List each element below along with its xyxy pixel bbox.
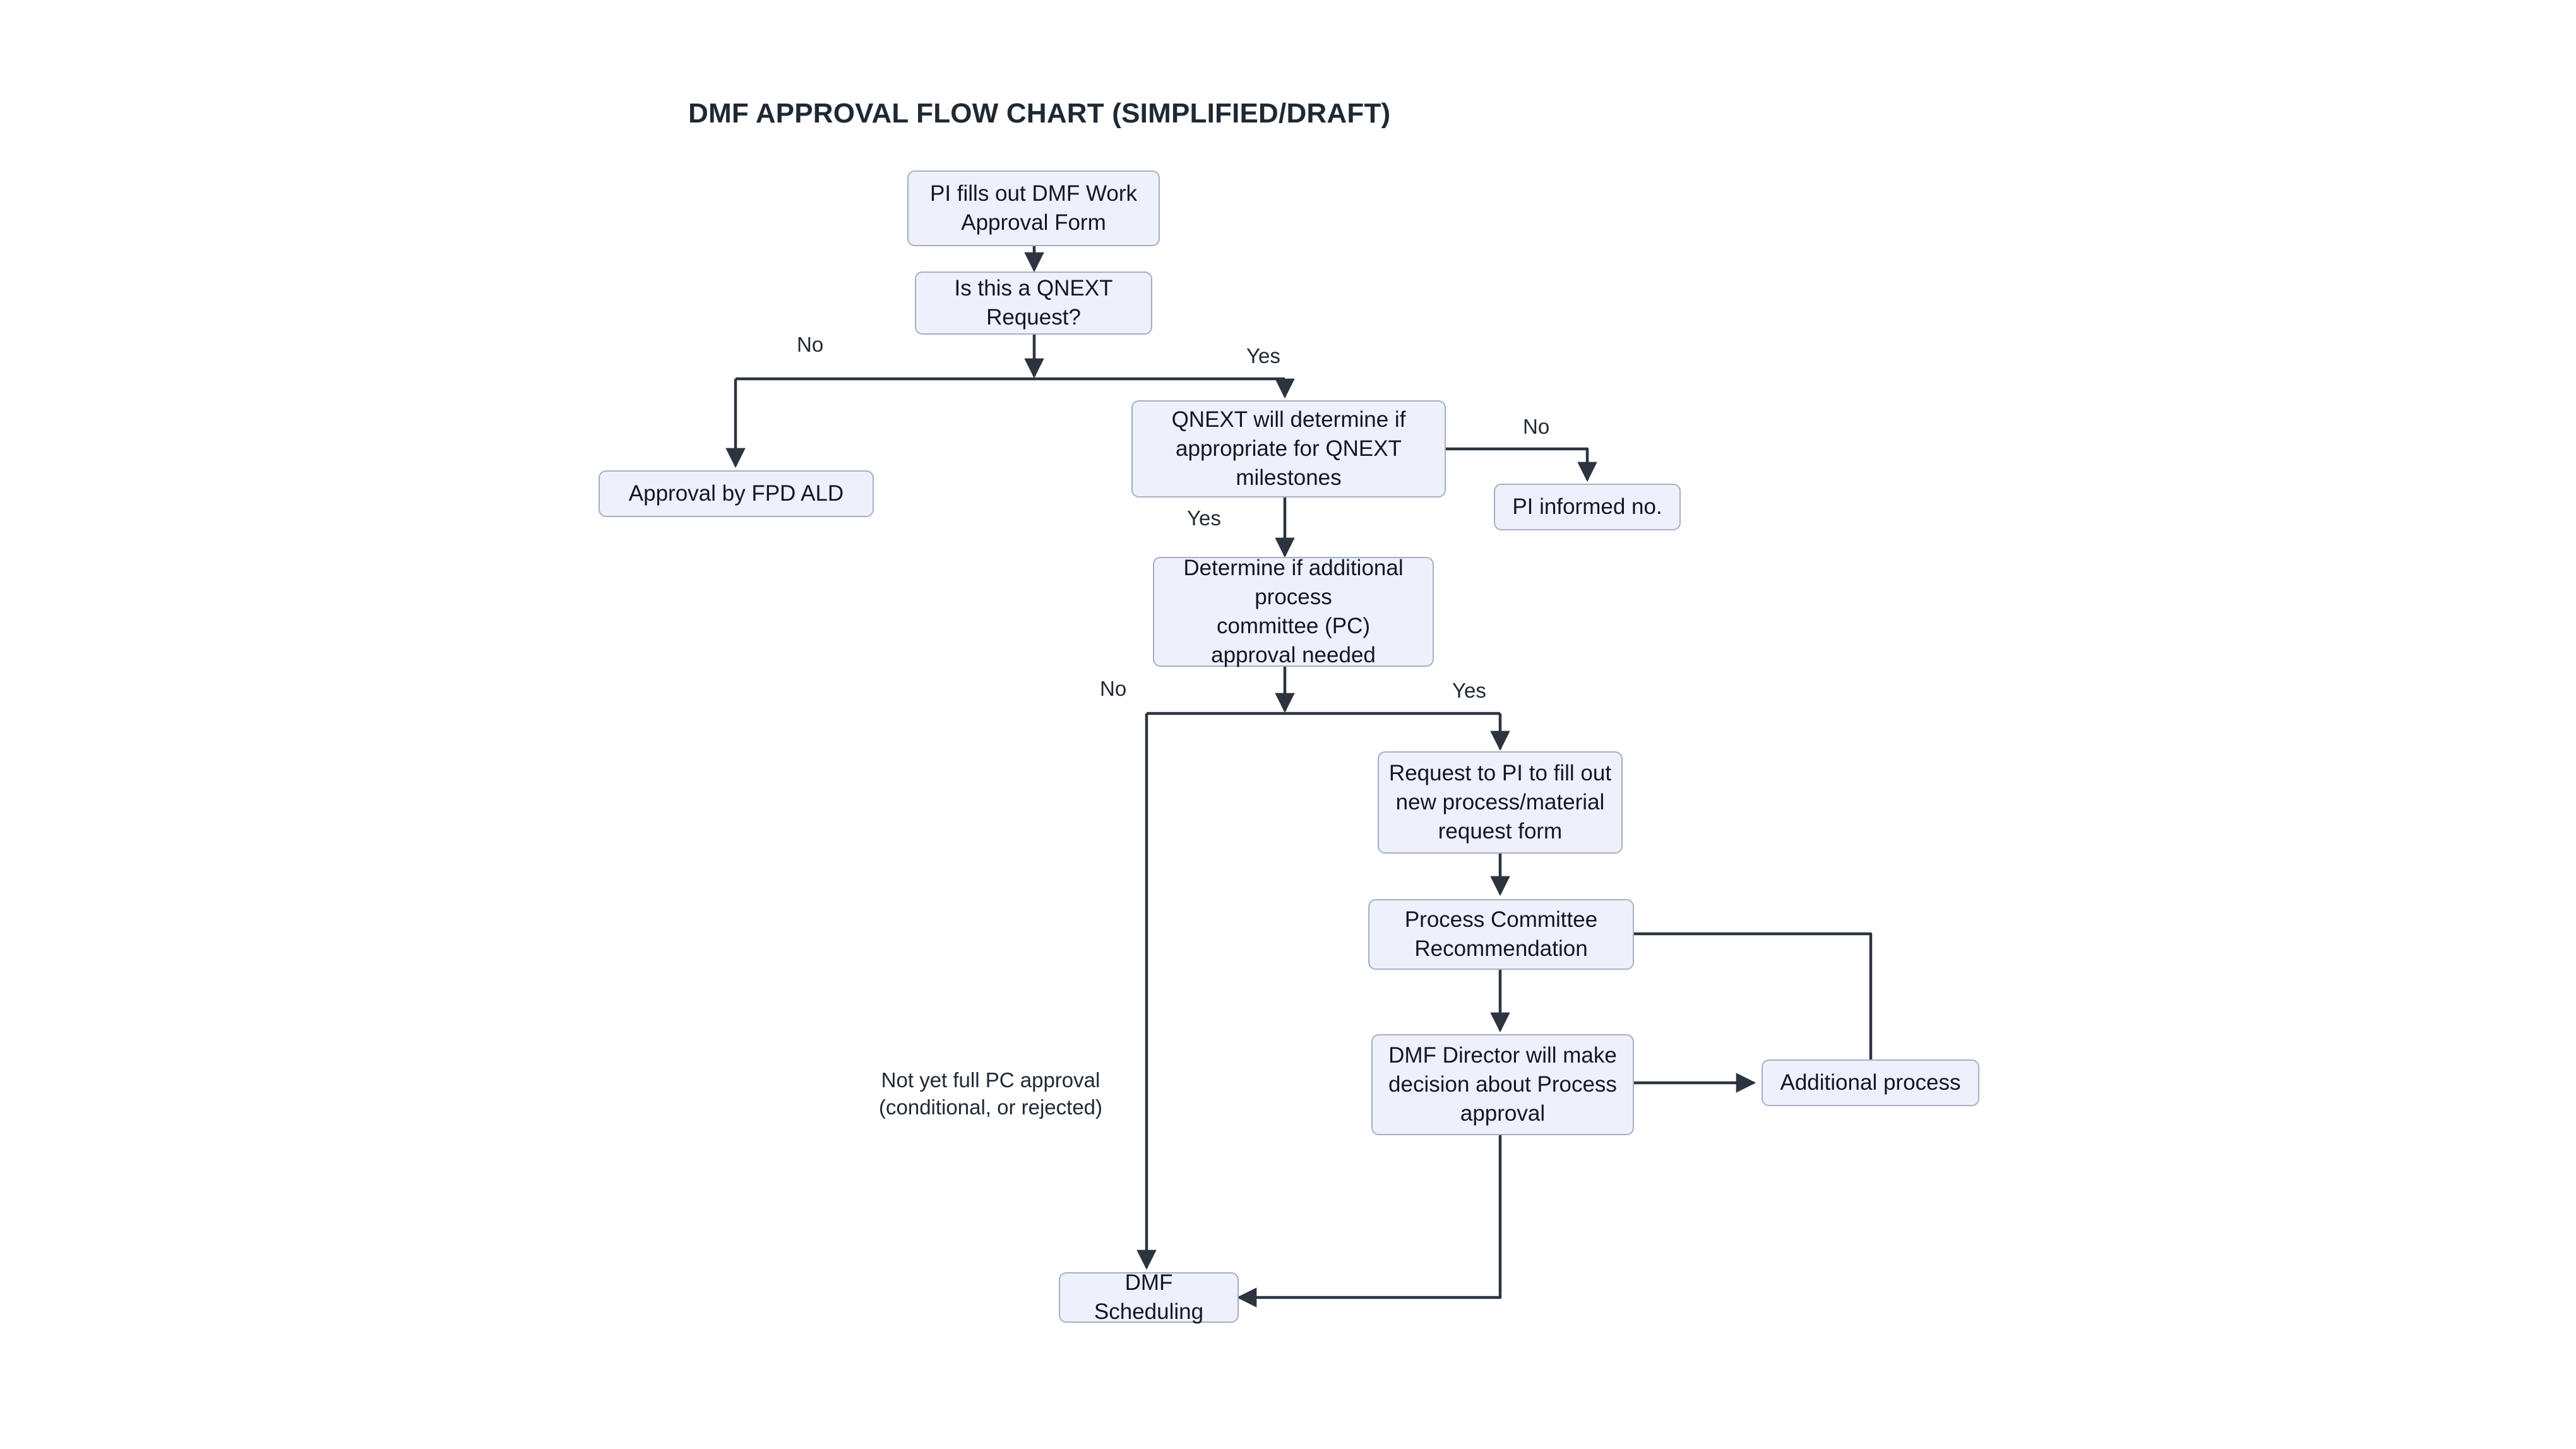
node-dmf-director-decision[interactable]: DMF Director will make decision about Pr… — [1371, 1034, 1634, 1135]
node-label: Is this a QNEXT Request? — [954, 275, 1113, 330]
node-process-committee-recommendation[interactable]: Process Committee Recommendation — [1368, 899, 1634, 970]
node-is-qnext-request[interactable]: Is this a QNEXT Request? — [915, 271, 1152, 335]
node-label: PI informed no. — [1512, 494, 1662, 519]
node-additional-process[interactable]: Additional process — [1762, 1059, 1979, 1106]
edge-pcrecommend-additional — [1634, 932, 1873, 1059]
page-title: DMF APPROVAL FLOW CHART (SIMPLIFIED/DRAF… — [688, 98, 1391, 129]
node-label: Request to PI to fill out new process/ma… — [1388, 760, 1612, 844]
edge-label-no-pc: No — [1100, 677, 1127, 700]
edge-label-no-qnext: No — [797, 333, 824, 356]
edge-label-not-yet-full-pc-approval: Not yet full PC approval (conditional, o… — [879, 1068, 1103, 1119]
node-determine-pc-approval[interactable]: Determine if additional process committe… — [1153, 556, 1434, 667]
node-label: Determine if additional process committe… — [1183, 555, 1404, 668]
node-label: DMF Director will make decision about Pr… — [1388, 1042, 1617, 1126]
edge-label-yes-pc: Yes — [1452, 679, 1486, 702]
node-approval-fpd-ald[interactable]: Approval by FPD ALD — [599, 470, 874, 517]
node-label: Process Committee Recommendation — [1404, 907, 1598, 961]
edge-no-piinformed — [1446, 447, 1597, 482]
node-qnext-determine-milestones[interactable]: QNEXT will determine if appropriate for … — [1131, 400, 1446, 498]
node-label: Additional process — [1780, 1070, 1961, 1095]
edge-dmfdirector-scheduling — [1236, 1135, 1502, 1308]
node-pi-fills-form[interactable]: PI fills out DMF Work Approval Form — [907, 170, 1160, 246]
edge-label-no-milestones: No — [1523, 415, 1550, 438]
edge-label-yes-qnext: Yes — [1246, 344, 1280, 367]
node-label: PI fills out DMF Work Approval Form — [929, 181, 1137, 235]
edge-label-yes-milestones: Yes — [1187, 506, 1221, 530]
node-dmf-scheduling[interactable]: DMF Scheduling — [1059, 1270, 1239, 1324]
node-label: Approval by FPD ALD — [628, 480, 844, 506]
node-pi-informed-no[interactable]: PI informed no. — [1494, 484, 1681, 530]
node-label: QNEXT will determine if appropriate for … — [1171, 407, 1406, 491]
node-label: DMF Scheduling — [1094, 1270, 1204, 1324]
node-request-pi-new-form[interactable]: Request to PI to fill out new process/ma… — [1378, 751, 1623, 854]
